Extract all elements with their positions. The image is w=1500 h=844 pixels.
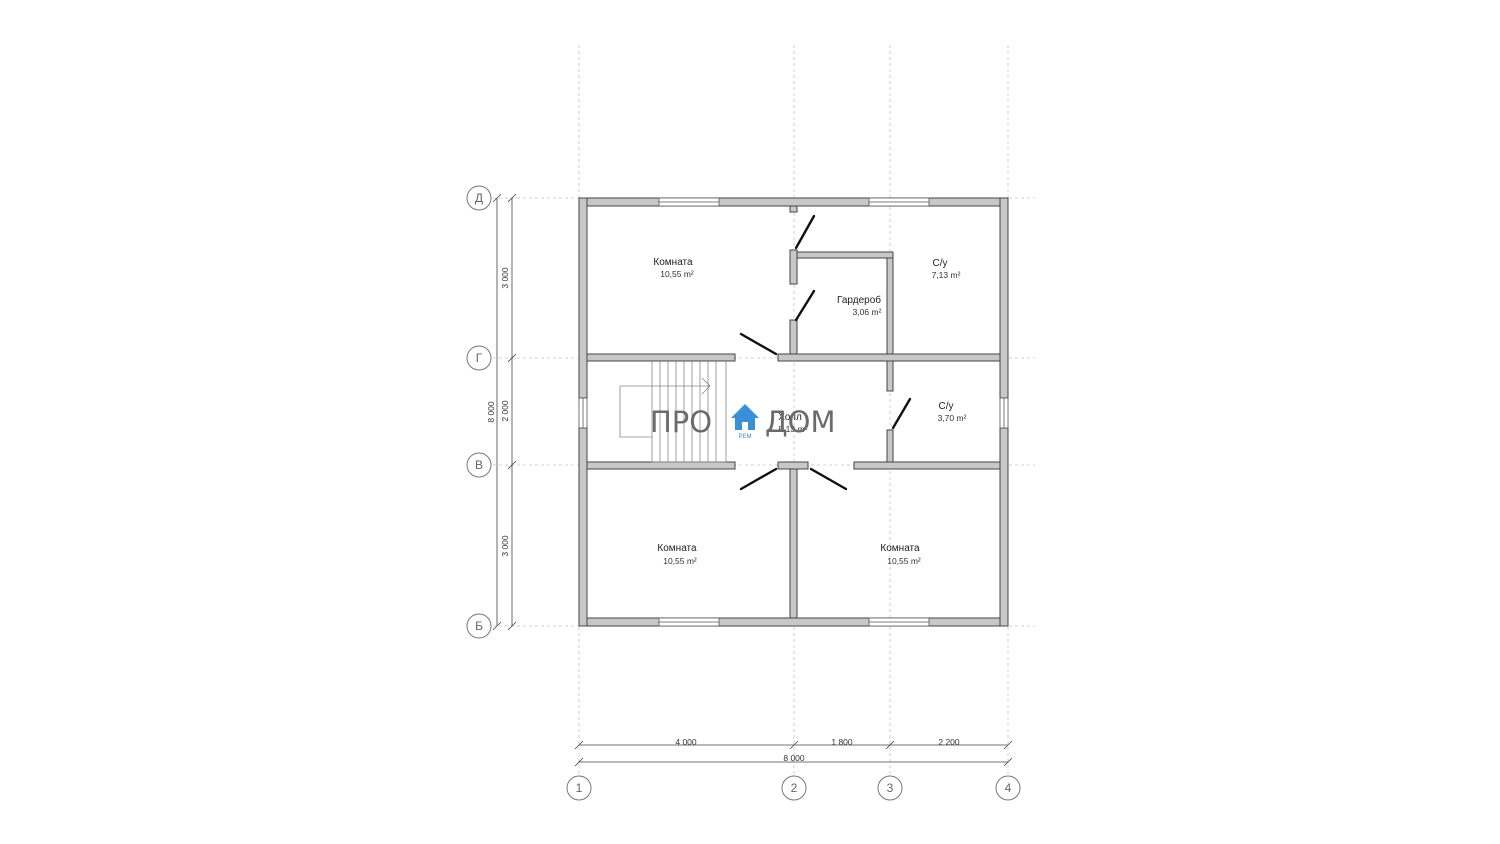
axis-label: 1	[576, 781, 583, 795]
dimension-label: 8 000	[783, 753, 805, 763]
dimension-label: 1 800	[831, 737, 853, 747]
logo: ПРО РЕМ ДОМ	[650, 404, 836, 440]
left-dimensions	[492, 193, 517, 631]
room-name: Комната	[653, 257, 693, 268]
room-labels: Комната 10,55 m² С/у 7,13 m² Гардероб 3,…	[653, 257, 966, 566]
room-name: Гардероб	[837, 294, 881, 306]
room-area: 5,13 m²	[779, 424, 808, 434]
room-area: 10,55 m²	[887, 556, 921, 566]
room-area: 3,70 m²	[938, 413, 967, 423]
room-area: 3,06 m²	[853, 307, 882, 317]
dimension-label: 2 200	[938, 737, 960, 747]
room-name: С/у	[939, 401, 954, 412]
axis-label: 4	[1005, 781, 1012, 795]
axis-label: Б	[475, 619, 483, 633]
house-icon	[731, 404, 759, 430]
axis-label: Д	[475, 191, 483, 205]
dimension-label: 2 000	[500, 400, 510, 422]
doors	[739, 214, 912, 491]
axis-label: В	[475, 458, 483, 472]
logo-left-text: ПРО	[650, 405, 712, 439]
bottom-dimensions	[574, 740, 1013, 767]
logo-right-text: ДОМ	[765, 405, 836, 439]
logo-sub-text: РЕМ	[738, 434, 751, 440]
axis-label: 3	[887, 781, 894, 795]
room-area: 7,13 m²	[932, 270, 961, 280]
axis-markers	[466, 185, 1021, 801]
dimension-label: 3 000	[500, 535, 510, 557]
axis-label: Г	[476, 351, 483, 365]
axis-label: 2	[791, 781, 798, 795]
room-name: Комната	[880, 543, 920, 554]
room-name: С/у	[933, 258, 948, 269]
dimension-label: 3 000	[500, 267, 510, 289]
grid-lines	[493, 45, 1035, 775]
room-name: Холл	[778, 412, 802, 423]
walls	[578, 197, 1009, 627]
room-area: 10,55 m²	[660, 269, 694, 279]
windows	[578, 197, 1009, 627]
stairs	[619, 361, 727, 463]
room-name: Комната	[657, 543, 697, 554]
room-area: 10,55 m²	[663, 556, 697, 566]
dimension-label: 8 000	[486, 401, 496, 423]
dimension-label: 4 000	[675, 737, 697, 747]
